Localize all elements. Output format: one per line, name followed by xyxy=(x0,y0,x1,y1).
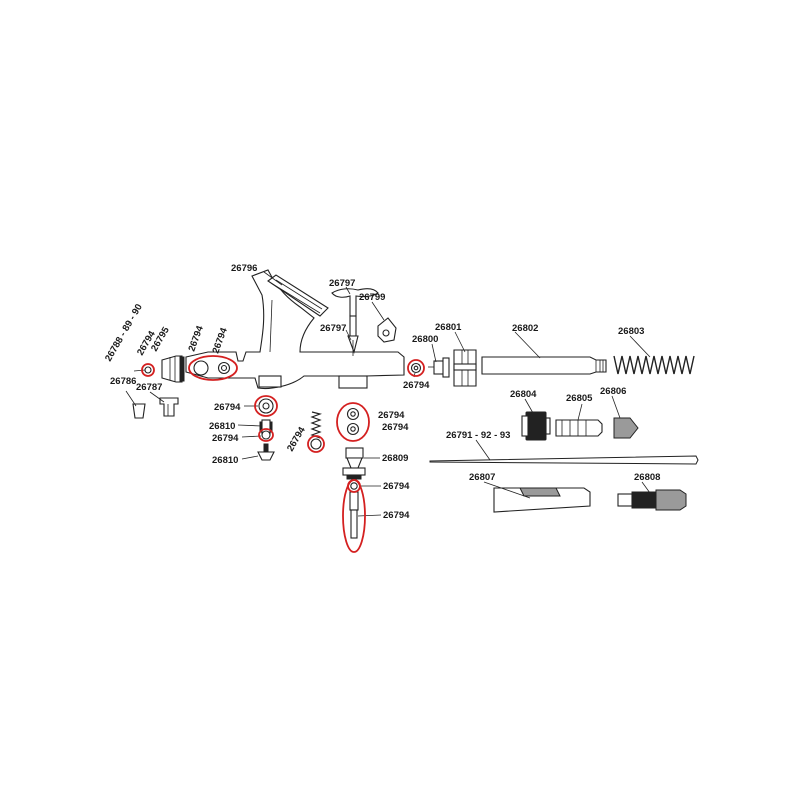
label-26807: 26807 xyxy=(469,472,495,483)
label-26801: 26801 xyxy=(435,322,462,333)
label-26808: 26808 xyxy=(634,472,660,483)
highlight-ring-nozzle-small xyxy=(141,363,155,377)
label-26797-top: 26797 xyxy=(329,278,355,289)
label-26794-center-1: 26794 xyxy=(378,410,405,421)
highlight-ring-valve-top xyxy=(254,395,278,417)
accessory-parts xyxy=(429,411,699,513)
rear-parts xyxy=(410,349,695,387)
highlight-ring-valve-mid xyxy=(258,428,274,442)
label-26786: 26786 xyxy=(110,376,136,387)
label-26794-nozzle-3: 26794 xyxy=(210,326,230,355)
air-valve-stack xyxy=(342,407,366,539)
label-26806: 26806 xyxy=(600,386,626,397)
label-26803: 26803 xyxy=(618,326,644,337)
nozzle-parts xyxy=(132,355,231,419)
highlight-ring-tap xyxy=(407,359,425,377)
part-labels: 26796 26797 26799 26797 26801 26802 2680… xyxy=(103,263,660,521)
label-26794-spring: 26794 xyxy=(285,425,308,454)
label-26794-nozzle-2: 26794 xyxy=(186,324,206,353)
highlight-ring-spring-seal xyxy=(307,435,325,453)
leader-lines xyxy=(125,271,651,517)
label-26799: 26799 xyxy=(359,292,385,303)
label-26794-tap: 26794 xyxy=(403,380,430,391)
highlight-ring-center-pair xyxy=(336,402,370,442)
valve-parts xyxy=(257,398,323,461)
label-26809: 26809 xyxy=(382,453,408,464)
label-26810-b: 26810 xyxy=(212,455,238,466)
highlight-rings xyxy=(141,355,425,553)
highlight-ring-valve-stem xyxy=(342,479,366,553)
trigger-assembly xyxy=(331,288,397,356)
highlight-ring-nozzle-pair xyxy=(188,355,238,381)
label-26797-lower: 26797 xyxy=(320,323,346,334)
label-26794-center-2: 26794 xyxy=(382,422,409,433)
label-26800: 26800 xyxy=(412,334,438,345)
airbrush-body xyxy=(185,269,405,390)
label-26804: 26804 xyxy=(510,389,537,400)
label-26810-a: 26810 xyxy=(209,421,235,432)
label-26794-center-3: 26794 xyxy=(383,481,410,492)
label-26805: 26805 xyxy=(566,393,593,404)
label-26794-valve-mid: 26794 xyxy=(212,433,239,444)
label-26794-center-4: 26794 xyxy=(383,510,410,521)
label-26794-valve-top: 26794 xyxy=(214,402,241,413)
label-26796: 26796 xyxy=(231,263,257,274)
label-26802: 26802 xyxy=(512,323,538,334)
label-26791-92-93: 26791 - 92 - 93 xyxy=(446,430,510,441)
label-26787: 26787 xyxy=(136,382,162,393)
